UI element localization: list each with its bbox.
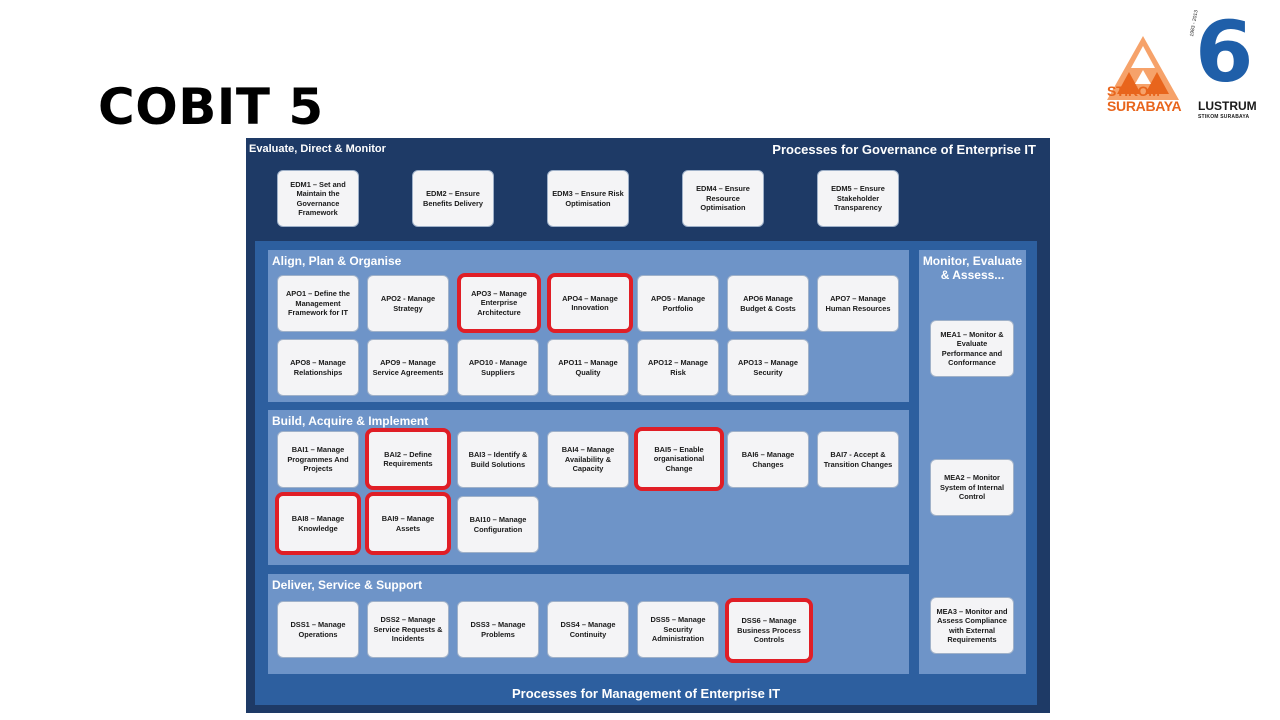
process-mea2: MEA2 – Monitor System of Internal Contro…	[930, 459, 1014, 516]
process-bai9: BAI9 – Manage Assets	[365, 492, 451, 555]
process-bai4: BAI4 – Manage Availability & Capacity	[547, 431, 629, 488]
process-dss5: DSS5 – Manage Security Administration	[637, 601, 719, 658]
process-edm5: EDM5 – Ensure Stakeholder Transparency	[817, 170, 899, 227]
process-mea1: MEA1 – Monitor & Evaluate Performance an…	[930, 320, 1014, 377]
process-apo7: APO7 – Manage Human Resources	[817, 275, 899, 332]
process-apo4: APO4 – Manage Innovation	[547, 273, 633, 333]
domain-bai-title: Build, Acquire & Implement	[272, 414, 429, 428]
process-apo5: APO5 - Manage Portfolio	[637, 275, 719, 332]
process-bai2: BAI2 – Define Requirements	[365, 428, 451, 490]
process-apo2: APO2 - Manage Strategy	[367, 275, 449, 332]
process-bai7: BAI7 - Accept & Transition Changes	[817, 431, 899, 488]
management-panel: Align, Plan & Organise APO1 – Define the…	[255, 241, 1037, 705]
process-bai8: BAI8 – Manage Knowledge	[275, 492, 361, 555]
process-apo6: APO6 Manage Budget & Costs	[727, 275, 809, 332]
domain-mea-title: Monitor, Evaluate & Assess...	[922, 254, 1023, 282]
process-dss6: DSS6 – Manage Business Process Controls	[725, 598, 813, 663]
stikom-name: STIKOM SURABAYA	[1107, 83, 1182, 114]
governance-domain-title: Evaluate, Direct & Monitor	[249, 143, 386, 155]
process-apo10: APO10 - Manage Suppliers	[457, 339, 539, 396]
lustrum-label: LUSTRUM	[1198, 99, 1257, 113]
lustrum-six: 6	[1195, 3, 1254, 101]
domain-apo: Align, Plan & Organise APO1 – Define the…	[268, 250, 909, 402]
process-bai5: BAI5 – Enable organisational Change	[634, 427, 724, 491]
process-apo1: APO1 – Define the Management Framework f…	[277, 275, 359, 332]
process-edm2: EDM2 – Ensure Benefits Delivery	[412, 170, 494, 227]
cobit5-process-diagram: Evaluate, Direct & Monitor Processes for…	[246, 138, 1050, 713]
process-bai1: BAI1 – Manage Programmes And Projects	[277, 431, 359, 488]
process-apo13: APO13 – Manage Security	[727, 339, 809, 396]
process-dss1: DSS1 – Manage Operations	[277, 601, 359, 658]
process-mea3: MEA3 – Monitor and Assess Compliance wit…	[930, 597, 1014, 654]
process-dss3: DSS3 – Manage Problems	[457, 601, 539, 658]
lustrum-sub: STIKOM SURABAYA	[1198, 114, 1250, 120]
process-bai6: BAI6 – Manage Changes	[727, 431, 809, 488]
domain-dss: Deliver, Service & Support DSS1 – Manage…	[268, 574, 909, 674]
domain-mea: Monitor, Evaluate & Assess... MEA1 – Mon…	[919, 250, 1026, 674]
domain-apo-title: Align, Plan & Organise	[272, 254, 402, 268]
stikom-lustrum-logo: STIKOM SURABAYA 1983 - 2013 6 LUSTRUM ST…	[1103, 10, 1273, 124]
process-edm3: EDM3 – Ensure Risk Optimisation	[547, 170, 629, 227]
domain-bai: Build, Acquire & Implement BAI1 – Manage…	[268, 410, 909, 565]
process-dss2: DSS2 – Manage Service Requests & Inciden…	[367, 601, 449, 658]
page-title: COBIT 5	[98, 78, 324, 136]
process-edm4: EDM4 – Ensure Resource Optimisation	[682, 170, 764, 227]
process-bai3: BAI3 – Identify & Build Solutions	[457, 431, 539, 488]
process-apo8: APO8 – Manage Relationships	[277, 339, 359, 396]
governance-header: Processes for Governance of Enterprise I…	[772, 142, 1036, 157]
process-apo9: APO9 – Manage Service Agreements	[367, 339, 449, 396]
domain-dss-title: Deliver, Service & Support	[272, 578, 423, 592]
process-apo11: APO11 – Manage Quality	[547, 339, 629, 396]
management-footer: Processes for Management of Enterprise I…	[511, 686, 781, 701]
process-apo3: APO3 – Manage Enterprise Architecture	[457, 273, 541, 333]
process-bai10: BAI10 – Manage Configuration	[457, 496, 539, 553]
process-apo12: APO12 – Manage Risk	[637, 339, 719, 396]
process-edm1: EDM1 – Set and Maintain the Governance F…	[277, 170, 359, 227]
stikom-triangle-icon	[1107, 36, 1179, 100]
process-dss4: DSS4 – Manage Continuity	[547, 601, 629, 658]
